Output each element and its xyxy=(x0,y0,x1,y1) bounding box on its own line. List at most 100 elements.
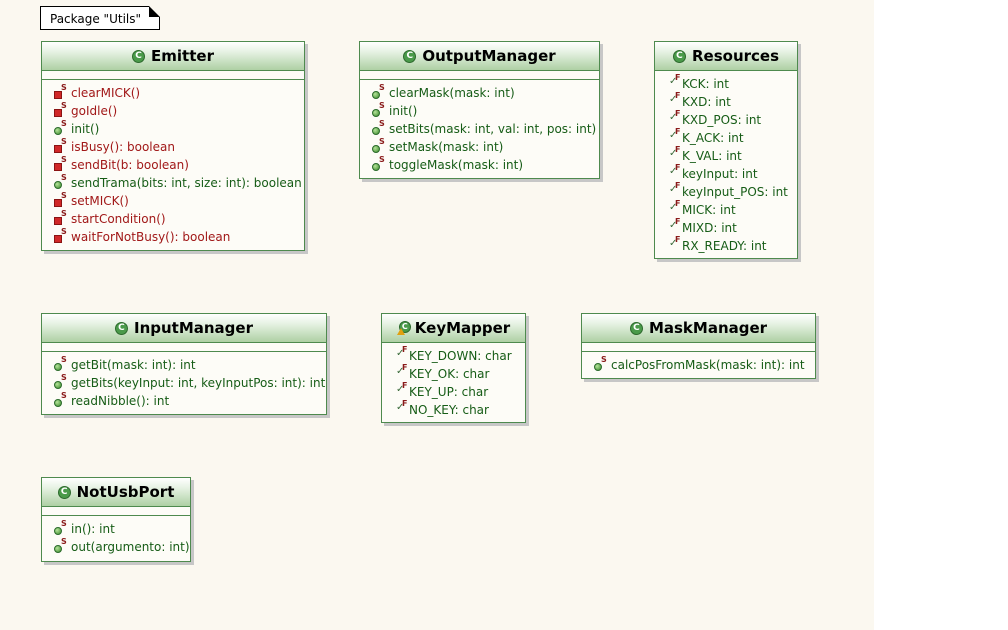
method-signature: clearMICK() xyxy=(71,86,141,100)
class-name: NotUsbPort xyxy=(76,483,175,501)
attributes-compartment xyxy=(42,507,190,516)
private-static-method-icon: S xyxy=(54,191,67,207)
field-declaration: RX_READY: int xyxy=(682,239,767,253)
method-signature: getBits(keyInput: int, keyInputPos: int)… xyxy=(71,376,326,390)
static-final-field-icon: ✓F xyxy=(669,91,681,105)
public-static-method-icon: S xyxy=(54,119,67,135)
static-final-field-icon: ✓F xyxy=(669,235,681,249)
public-static-method-icon: S xyxy=(54,537,67,553)
static-final-field-icon: ✓F xyxy=(669,127,681,141)
method-signature: readNibble(): int xyxy=(71,394,170,408)
private-static-method-icon: S xyxy=(54,155,67,171)
public-static-method-icon: S xyxy=(372,101,385,117)
method-signature: getBit(mask: int): int xyxy=(71,358,196,372)
field-declaration: K_ACK: int xyxy=(682,131,744,145)
static-final-field-icon: ✓F xyxy=(669,181,681,195)
public-static-method-icon: S xyxy=(372,83,385,99)
static-final-field-icon: ✓F xyxy=(669,163,681,177)
public-static-method-icon: S xyxy=(54,391,67,407)
class-icon: C xyxy=(629,321,643,335)
static-final-field-icon: ✓F xyxy=(396,399,408,413)
class-warning-icon: C xyxy=(396,321,411,335)
class-header: C NotUsbPort xyxy=(42,478,190,507)
attributes-compartment xyxy=(42,71,304,80)
private-static-method-icon: S xyxy=(54,227,67,243)
public-static-method-icon: S xyxy=(594,355,607,371)
static-final-field-icon: ✓F xyxy=(669,73,681,87)
field-declaration: K_VAL: int xyxy=(682,149,742,163)
field-declaration: keyInput_POS: int xyxy=(682,185,788,199)
private-static-method-icon: S xyxy=(54,137,67,153)
static-final-field-icon: ✓F xyxy=(669,217,681,231)
attributes-compartment xyxy=(582,343,815,352)
field-declaration: KXD_POS: int xyxy=(682,113,762,127)
method-signature: in(): int xyxy=(71,522,115,536)
method-signature: setMask(mask: int) xyxy=(389,140,504,154)
static-final-field-icon: ✓F xyxy=(669,109,681,123)
field-declaration: keyInput: int xyxy=(682,167,758,181)
method-signature: clearMask(mask: int) xyxy=(389,86,515,100)
attributes-compartment xyxy=(42,343,326,352)
class-icon: C xyxy=(672,49,686,63)
public-static-method-icon: S xyxy=(372,155,385,171)
static-final-field-icon: ✓F xyxy=(396,363,408,377)
class-header: C InputManager xyxy=(42,314,326,343)
static-final-field-icon: ✓F xyxy=(396,345,408,359)
package-label: Package "Utils" xyxy=(40,6,161,30)
public-static-method-icon: S xyxy=(54,519,67,535)
field-declaration: KXD: int xyxy=(682,95,731,109)
class-header: C KeyMapper xyxy=(382,314,525,343)
method-signature: sendTrama(bits: int, size: int): boolean xyxy=(71,176,302,190)
method-signature: init() xyxy=(389,104,418,118)
method-signature: goIdle() xyxy=(71,104,118,118)
class-header: C Emitter xyxy=(42,42,304,71)
method-signature: sendBit(b: boolean) xyxy=(71,158,189,172)
class-name: Emitter xyxy=(151,47,214,65)
class-name: KeyMapper xyxy=(414,319,511,337)
